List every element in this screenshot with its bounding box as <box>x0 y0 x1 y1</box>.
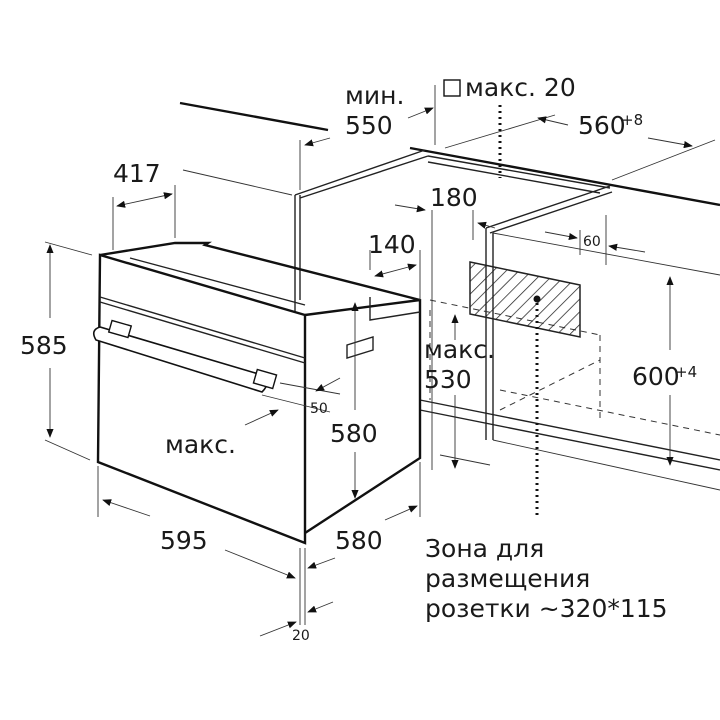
height-585: 585 <box>20 331 68 360</box>
dim-60: 60 <box>583 234 601 250</box>
height-600-tolerance: +4 <box>675 363 697 381</box>
dimension-lines <box>44 85 693 637</box>
socket-zone <box>469 105 581 515</box>
oven <box>92 241 422 545</box>
handle-max-label: макс. <box>165 430 236 459</box>
dimension-labels: мин. 550 макс. 20 560 +8 417 180 140 60 … <box>20 73 697 644</box>
dim-20: 20 <box>292 628 310 644</box>
width-560: 560 <box>578 111 626 140</box>
socket-zone-line3: розетки ~320*115 <box>425 594 668 623</box>
socket-zone-line2: размещения <box>425 564 590 593</box>
width-595: 595 <box>160 526 208 555</box>
min-label: мин. <box>345 81 404 110</box>
socket-zone-line1: Зона для <box>425 534 544 563</box>
max530-value: 530 <box>424 365 472 394</box>
depth-580: 580 <box>335 526 383 555</box>
width-560-tolerance: +8 <box>621 111 643 129</box>
square-symbol-icon <box>443 79 461 97</box>
worktop <box>179 101 720 207</box>
max530-label: макс. <box>424 335 495 364</box>
oven-door-handle <box>92 319 278 393</box>
dim-180: 180 <box>430 183 478 212</box>
height-600: 600 <box>632 362 680 391</box>
max20-label: макс. 20 <box>465 73 576 102</box>
dim-50: 50 <box>310 401 328 417</box>
depth-417: 417 <box>113 159 161 188</box>
dim-140: 140 <box>368 230 416 259</box>
height-580: 580 <box>330 419 378 448</box>
min-value: 550 <box>345 111 393 140</box>
